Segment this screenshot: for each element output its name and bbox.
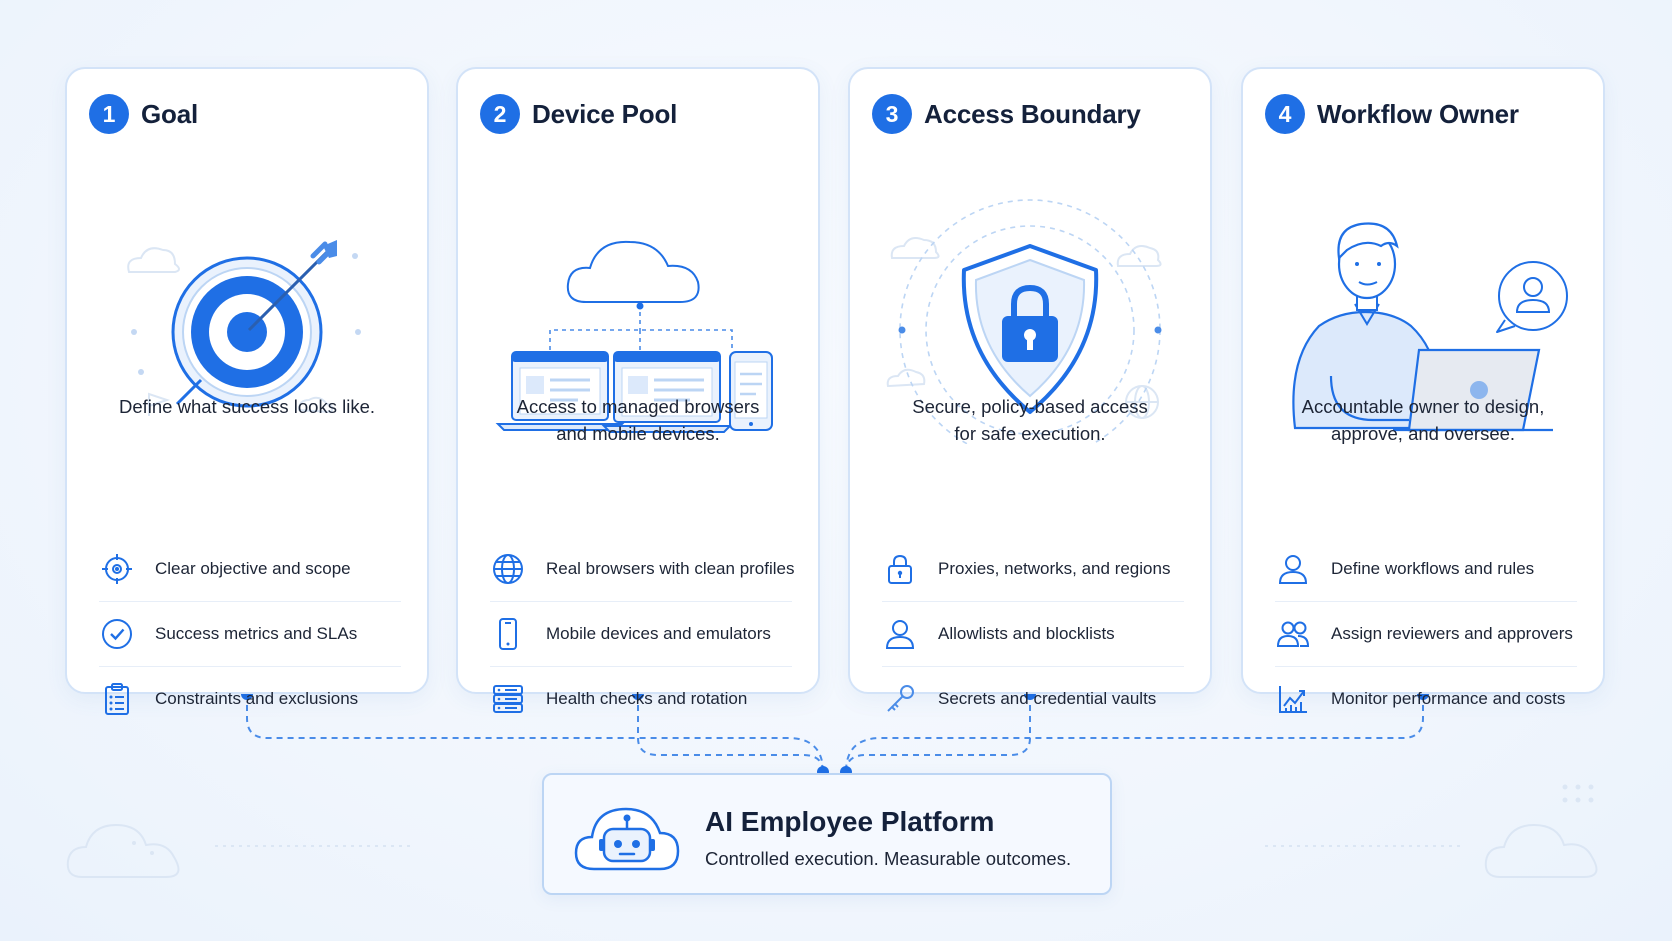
- card-title: Goal: [141, 98, 198, 129]
- person-laptop-illustration: [1292, 222, 1568, 432]
- card-header: 2 Device Pool: [480, 94, 677, 134]
- feature-list: Proxies, networks, and regions Allowlist…: [882, 537, 1184, 731]
- card-title: Workflow Owner: [1317, 98, 1519, 129]
- key-icon: [882, 681, 918, 717]
- server-stack-icon: [490, 681, 526, 717]
- list-item: Clear objective and scope: [99, 537, 401, 602]
- shield-illustration: [886, 199, 1162, 444]
- smartphone-icon: [490, 616, 526, 652]
- list-item: Monitor performance and costs: [1275, 667, 1577, 731]
- user-icon: [882, 616, 918, 652]
- list-item: Proxies, networks, and regions: [882, 537, 1184, 602]
- target-illustration: [127, 240, 361, 416]
- step-number-badge: 2: [480, 94, 520, 134]
- clipboard-list-icon: [99, 681, 135, 717]
- card-goal: 1 Goal Define what success looks like. C…: [65, 67, 429, 715]
- list-item: Real browsers with clean profiles: [490, 537, 795, 602]
- card-header: 4 Workflow Owner: [1265, 94, 1519, 134]
- card-header: 3 Access Boundary: [872, 94, 1141, 134]
- list-item: Allowlists and blocklists: [882, 602, 1184, 667]
- background-cloud-right: [1484, 823, 1598, 878]
- platform-subtitle: Controlled execution. Measurable outcome…: [705, 848, 1072, 869]
- card-description: Secure, policy-based access for safe exe…: [912, 396, 1148, 444]
- users-icon: [1275, 616, 1311, 652]
- list-item: Constraints and exclusions: [99, 667, 401, 731]
- card-header: 1 Goal: [89, 94, 198, 134]
- card-description: Access to managed browsers and mobile de…: [516, 396, 760, 444]
- background-dots-right: [1265, 845, 1465, 847]
- step-number-badge: 4: [1265, 94, 1305, 134]
- step-number-badge: 1: [89, 94, 129, 134]
- card-title: Access Boundary: [924, 98, 1141, 129]
- platform-box: AI Employee Platform Controlled executio…: [542, 773, 1112, 895]
- background-dot-grid: [1562, 784, 1594, 803]
- robot-cloud-icon: [574, 807, 680, 871]
- cloud-devices-illustration: [495, 240, 773, 433]
- lock-icon: [882, 551, 918, 587]
- list-item: Define workflows and rules: [1275, 537, 1577, 602]
- card-device-pool: 2 Device Pool: [456, 67, 820, 713]
- list-item: Mobile devices and emulators: [490, 602, 792, 667]
- globe-icon: [490, 551, 526, 587]
- card-title: Device Pool: [532, 98, 678, 129]
- step-number-badge: 3: [872, 94, 912, 134]
- feature-list: Real browsers with clean profiles Mobile…: [490, 537, 795, 731]
- check-circle-icon: [99, 616, 135, 652]
- card-description: Accountable owner to design, approve, an…: [1301, 396, 1545, 444]
- card-description: Define what success looks like.: [118, 396, 376, 417]
- background-dots-left: [215, 845, 415, 847]
- list-item: Success metrics and SLAs: [99, 602, 401, 667]
- feature-list: Clear objective and scope Success metric…: [99, 537, 401, 731]
- list-item: Assign reviewers and approvers: [1275, 602, 1577, 667]
- card-workflow-owner: 4 Workflow Owner Accountable owner to de…: [1241, 67, 1605, 713]
- feature-list: Define workflows and rules Assign review…: [1275, 537, 1577, 731]
- user-icon: [1275, 551, 1311, 587]
- platform-title: AI Employee Platform: [705, 806, 995, 837]
- list-item: Secrets and credential vaults: [882, 667, 1184, 731]
- chart-line-icon: [1275, 681, 1311, 717]
- background-cloud-left: [66, 823, 180, 878]
- card-access-boundary: 3 Access Boundary Secure, policy-based a…: [848, 67, 1212, 712]
- crosshair-icon: [99, 551, 135, 587]
- list-item: Health checks and rotation: [490, 667, 792, 731]
